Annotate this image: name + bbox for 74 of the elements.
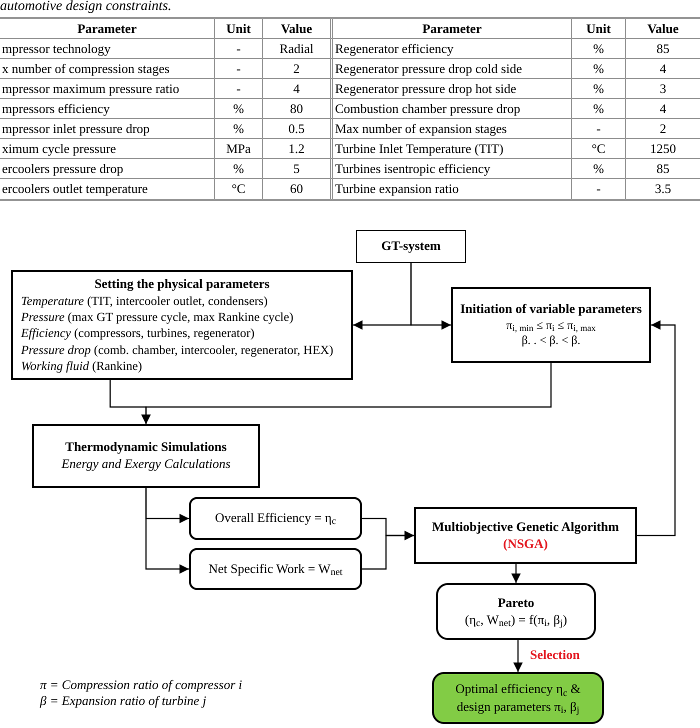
process-box: Setting the physical parameters Temperature (TIT, intercooler outlet, condensers) Pressure (max GT pressure cycle, max Rankine cycle) Efficiency (compressors, turbines, regenerator) Pressure drop (comb. chamber, intercooler, regenerator, HEX) Working fluid (Rankine) bbox=[11, 270, 353, 380]
table-cell-text: Regenerator efficiency bbox=[335, 40, 454, 58]
table-cell-text: % bbox=[593, 80, 604, 98]
table-cell-text: Max number of expansion stages bbox=[335, 120, 507, 138]
table-cell-text: 0.5 bbox=[288, 120, 305, 138]
table-cell-text: mpressors efficiency bbox=[2, 100, 110, 118]
table-cell-text: °C bbox=[232, 180, 246, 198]
table-cell-text: % bbox=[233, 100, 244, 118]
table-cell-text: mpressor maximum pressure ratio bbox=[2, 80, 180, 98]
result-box: Overall Efficiency = η$_{c}$ bbox=[189, 497, 362, 540]
column-header: Parameter bbox=[422, 20, 482, 38]
table-cell-text: % bbox=[593, 100, 604, 118]
table-cell-text: % bbox=[593, 160, 604, 178]
table-cell-text: - bbox=[236, 40, 241, 58]
table-cell-text: - bbox=[236, 60, 241, 78]
table-cell-text: Turbine Inlet Temperature (TIT) bbox=[335, 140, 504, 158]
process-box: Thermodynamic Simulations Energy and Exergy Calculations bbox=[32, 424, 260, 488]
table-cell-text: 1250 bbox=[650, 140, 676, 158]
table-cell-text: Regenerator pressure drop cold side bbox=[335, 60, 522, 78]
table-cell-text: - bbox=[596, 120, 601, 138]
table-cell-text: 60 bbox=[290, 180, 303, 198]
table-cell-text: 5 bbox=[293, 160, 300, 178]
column-header: Value bbox=[280, 20, 312, 38]
arrow bbox=[141, 363, 552, 424]
column-header: Unit bbox=[226, 20, 251, 38]
edge-label: Selection bbox=[530, 646, 580, 664]
table-cell-text: % bbox=[593, 40, 604, 58]
table-cell-text: mpressor technology bbox=[2, 40, 111, 58]
arrow bbox=[145, 488, 189, 574]
note-text: β = Expansion ratio of turbine j bbox=[40, 693, 208, 710]
arrow bbox=[513, 640, 523, 672]
table-cell-text: x number of compression stages bbox=[2, 60, 170, 78]
process-box: Initiation of variable parameters π$_{i, min}$ ≤ π$_{i}$ ≤ π$_{i, max}$ β. . < β. < β. bbox=[451, 287, 651, 363]
arrow bbox=[410, 263, 451, 330]
table-cell-text: ercoolers outlet temperature bbox=[2, 180, 148, 198]
table-cell-text: 3 bbox=[660, 80, 666, 98]
result-box: Net Specific Work = W$_{net}$ bbox=[189, 548, 362, 590]
process-box: Multiobjective Genetic Algorithm (NSGA) bbox=[414, 507, 637, 564]
output-box: Optimal efficiency η$_{c}$ & design parameters π$_{i}$, β$_{j}$ bbox=[432, 672, 604, 724]
table-cell-text: 2 bbox=[293, 60, 300, 78]
table-cell-text: ximum cycle pressure bbox=[2, 140, 116, 158]
table-cell-text: % bbox=[233, 160, 244, 178]
table-cell-text: 3.5 bbox=[654, 180, 672, 198]
column-header: Value bbox=[647, 20, 679, 38]
table-cell-text: 4 bbox=[660, 60, 666, 78]
table-caption: automotive design constraints. bbox=[0, 0, 172, 14]
table-cell-text: - bbox=[596, 180, 601, 198]
process-box: GT-system bbox=[356, 230, 466, 263]
note-text: π = Compression ratio of compressor i bbox=[40, 677, 242, 694]
table-cell-text: mpressor inlet pressure drop bbox=[2, 120, 150, 138]
table-cell-text: Combustion chamber pressure drop bbox=[335, 100, 520, 118]
table-cell-text: - bbox=[236, 80, 241, 98]
table-cell-text: 4 bbox=[660, 100, 666, 118]
table-cell-text: MPa bbox=[226, 140, 251, 158]
arrow bbox=[637, 320, 676, 536]
result-box: Pareto (η$_{c}$, W$_{net}$) = f(π$_{i}$, β$_{j}$) bbox=[436, 583, 596, 640]
table-cell-text: 2 bbox=[660, 120, 666, 138]
table-cell-text: Turbine expansion ratio bbox=[335, 180, 459, 198]
table-cell-text: 4 bbox=[293, 80, 300, 98]
column-header: Unit bbox=[586, 20, 611, 38]
table-cell-text: Turbines isentropic efficiency bbox=[335, 160, 490, 178]
table-cell-text: ercoolers pressure drop bbox=[2, 160, 124, 178]
table-cell-text: 80 bbox=[290, 100, 303, 118]
column-header: Parameter bbox=[77, 20, 137, 38]
arrow bbox=[362, 530, 414, 570]
table-cell-text: Regenerator pressure drop hot side bbox=[335, 80, 516, 98]
table-cell-text: 85 bbox=[656, 40, 670, 58]
table-cell-text: 1.2 bbox=[288, 140, 305, 158]
arrow bbox=[511, 564, 521, 583]
table-cell-text: % bbox=[593, 60, 604, 78]
table-cell-text: Radial bbox=[280, 40, 314, 58]
table-cell-text: % bbox=[233, 120, 244, 138]
table-cell-text: 85 bbox=[656, 160, 670, 178]
table-cell-text: °C bbox=[592, 140, 606, 158]
